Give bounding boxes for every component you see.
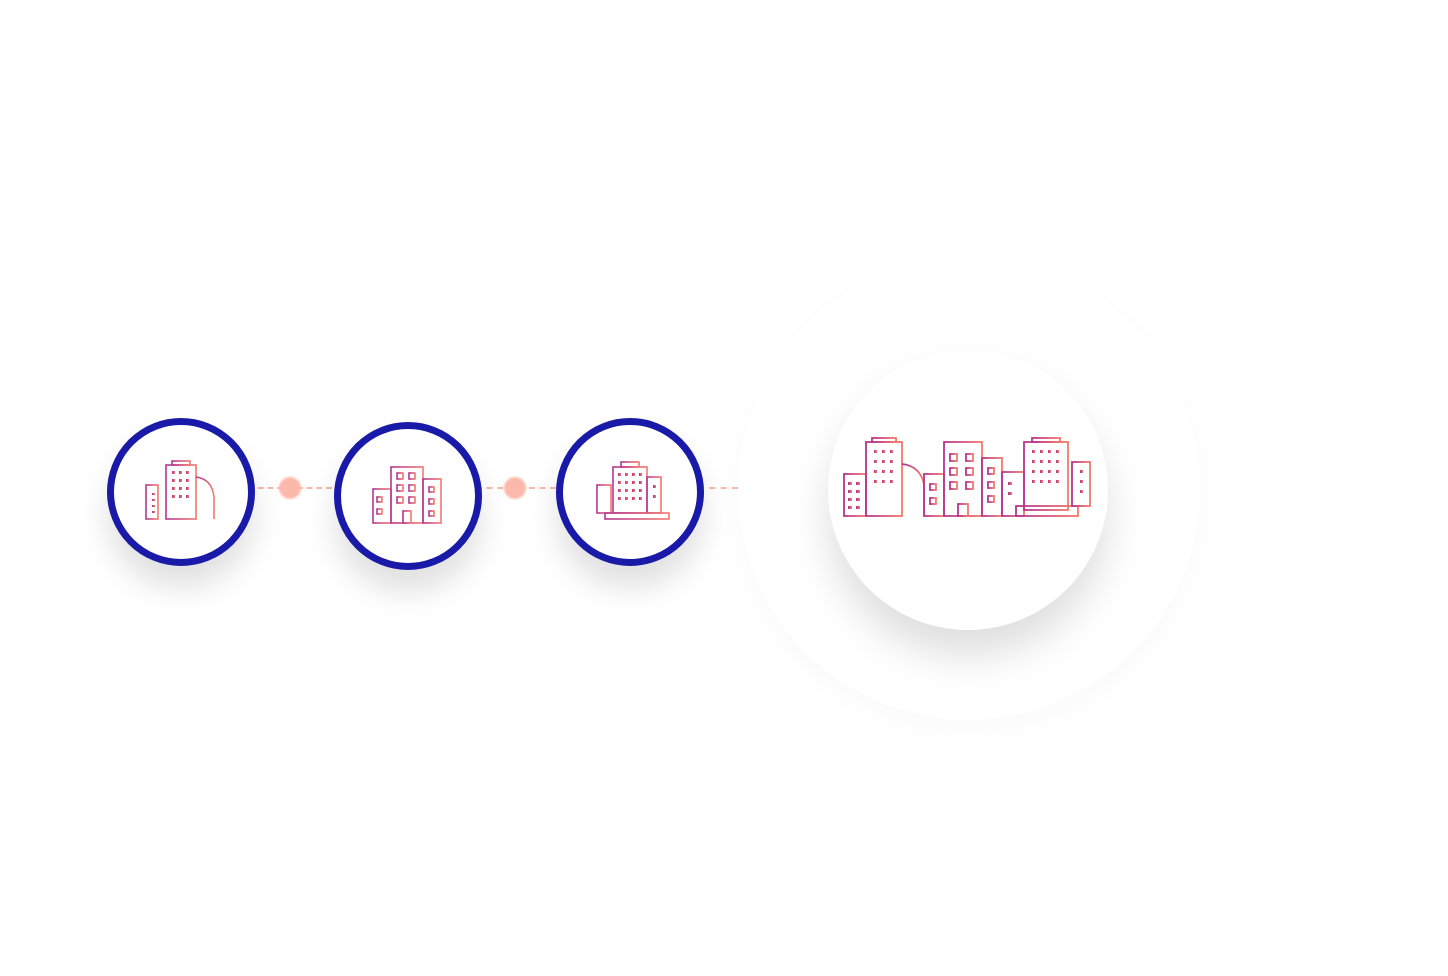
result-node: [828, 350, 1108, 630]
connector-dot-2: [504, 477, 526, 499]
result-icon: [836, 434, 1098, 522]
apartment-building-icon: [367, 466, 449, 524]
step-node-2: [334, 422, 482, 570]
office-building-icon: [140, 460, 222, 520]
connector-dot-1: [279, 477, 301, 499]
step-node-1: [107, 418, 255, 566]
connector-3: [698, 487, 738, 489]
hotel-building-icon: [591, 461, 671, 520]
step-node-3: [556, 418, 704, 566]
city-skyline-icon: [838, 437, 1096, 517]
